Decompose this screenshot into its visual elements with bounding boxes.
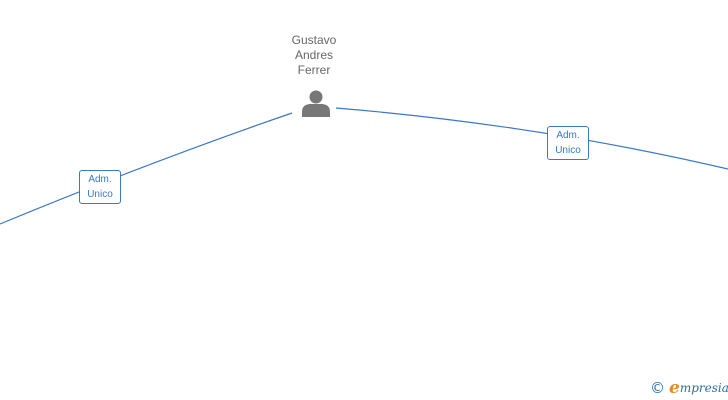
edge-left (0, 112, 293, 225)
role-box-right-line-2: Unico (555, 145, 581, 156)
role-box-right[interactable]: Adm. Unico (547, 126, 589, 160)
person-name-line-3: Ferrer (297, 63, 331, 77)
brand-logo-text: mpresia (679, 381, 728, 395)
role-box-right-line-1: Adm. (556, 130, 580, 141)
role-box-left-line-1: Adm. (88, 174, 112, 185)
person-name[interactable]: Gustavo Andres Ferrer (264, 33, 364, 78)
copyright-icon: © (650, 379, 665, 397)
role-box-left[interactable]: Adm. Unico (79, 170, 121, 204)
brand-logo[interactable]: © e mpresia (650, 378, 728, 398)
role-box-left-line-2: Unico (87, 189, 113, 200)
edge-right (335, 107, 728, 170)
brand-logo-letter: e (669, 378, 680, 398)
person-name-line-1: Gustavo (291, 33, 337, 47)
person-name-line-2: Andres (294, 48, 334, 62)
person-icon[interactable] (301, 88, 331, 118)
